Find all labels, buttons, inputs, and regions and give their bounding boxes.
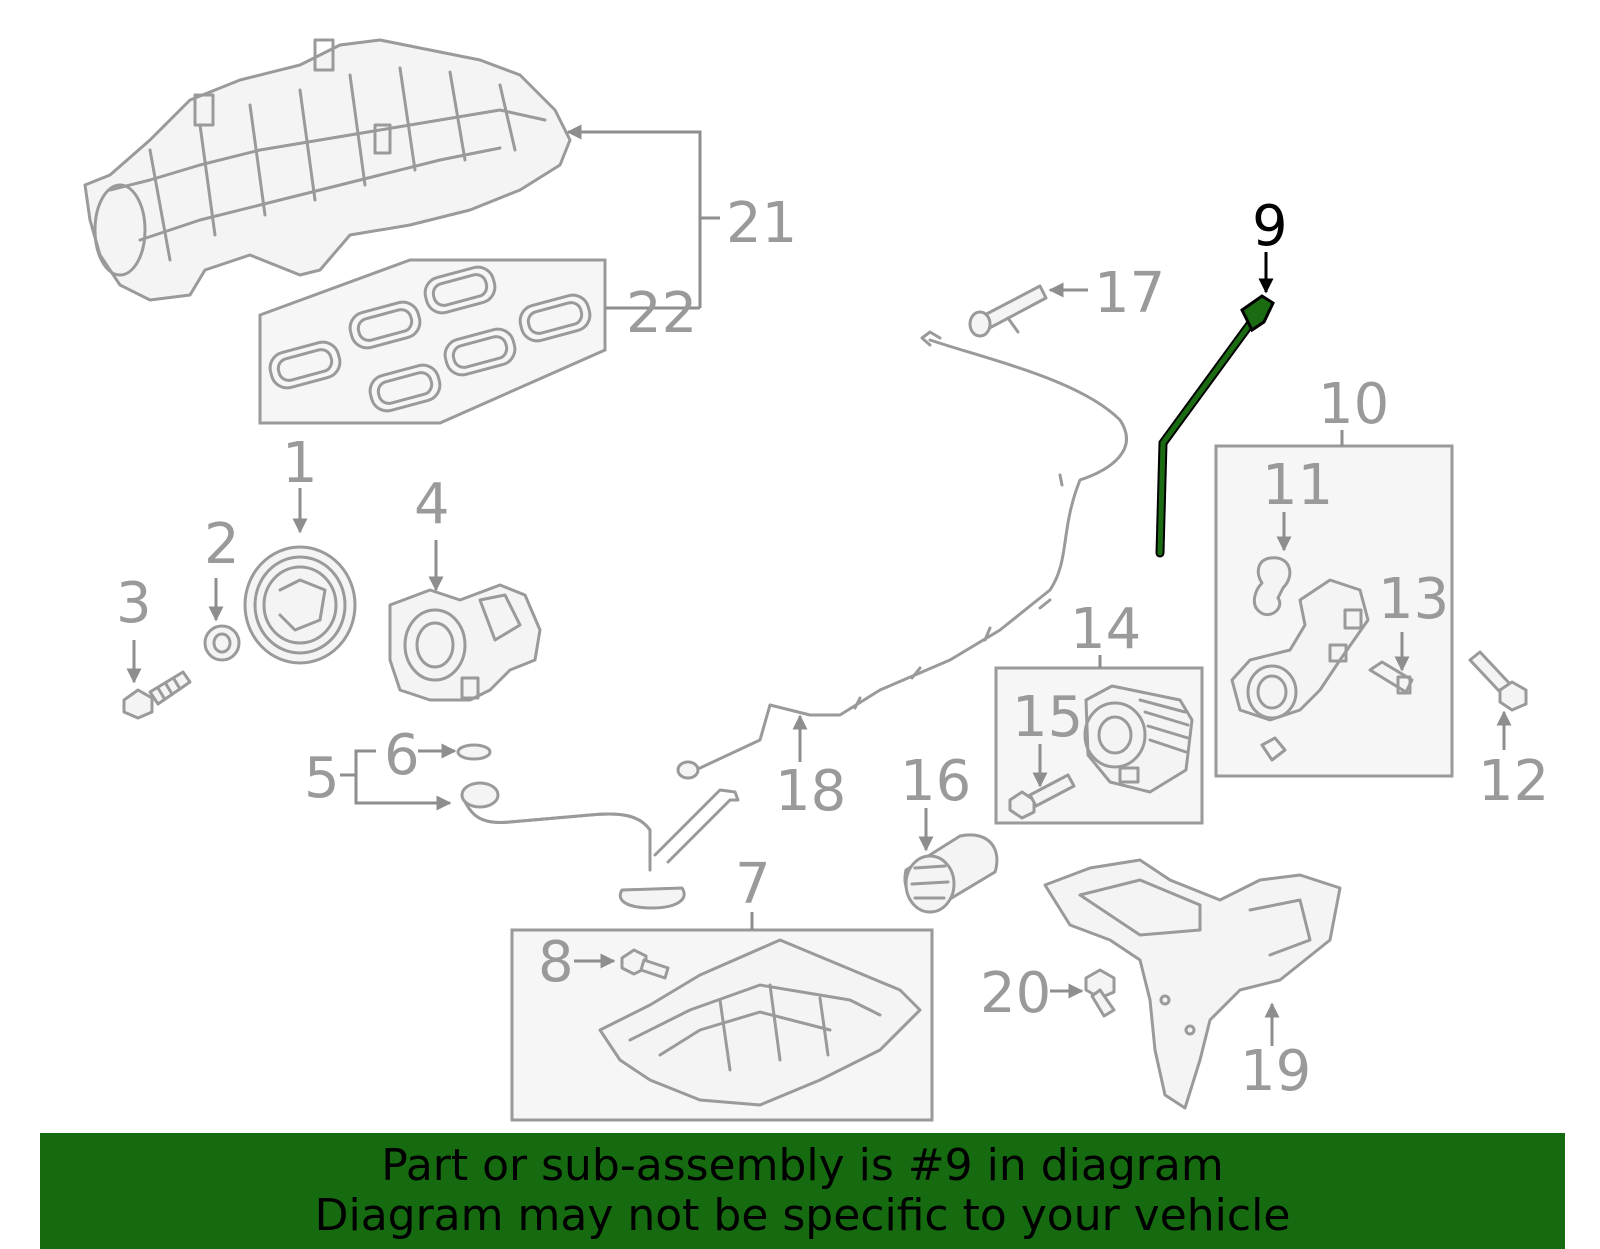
callout-16: 16: [900, 749, 971, 814]
baffle-bolt: [1084, 968, 1116, 1018]
callout-8: 8: [538, 930, 574, 995]
pulley-washer: [203, 624, 241, 662]
callout-22: 22: [626, 281, 697, 346]
callout-5: 5: [304, 746, 340, 811]
oil-pan-baffle: [1043, 858, 1342, 1110]
callout-6: 6: [384, 723, 420, 788]
oil-filter: [903, 833, 999, 914]
banner-line-2: Diagram may not be specific to your vehi…: [314, 1190, 1291, 1241]
oil-pump: [388, 583, 542, 702]
callout-1: 1: [282, 431, 318, 496]
callout-10: 10: [1318, 372, 1389, 437]
callout-15: 15: [1012, 685, 1083, 750]
adapter-bolt: [1468, 650, 1528, 712]
callout-19: 19: [1240, 1039, 1311, 1104]
callout-7: 7: [735, 852, 771, 917]
intake-manifold: [83, 38, 572, 302]
oil-pan: [598, 938, 922, 1107]
callout-11: 11: [1262, 453, 1333, 518]
callout-18: 18: [775, 759, 846, 824]
oil-pressure-sensor: [1368, 660, 1414, 695]
callout-14: 14: [1070, 597, 1141, 662]
pickup-o-ring: [456, 743, 492, 761]
adapter-gasket: [1252, 556, 1292, 617]
sensor-wiring-harness: [676, 330, 1128, 780]
callout-4: 4: [414, 472, 450, 537]
dipstick-tube: [1155, 294, 1275, 558]
callout-12: 12: [1478, 749, 1549, 814]
callout-20: 20: [980, 961, 1051, 1026]
oil-cooler: [1083, 684, 1194, 794]
callout-2: 2: [204, 512, 240, 577]
oil-pickup-tube: [460, 781, 740, 910]
oil-cooler-bolt: [1008, 773, 1076, 820]
callout-3: 3: [116, 571, 152, 636]
callout-21: 21: [726, 191, 797, 256]
manifold-gasket-set: [258, 258, 607, 425]
oil-pan-bolt: [620, 948, 670, 980]
callout-9: 9: [1252, 194, 1288, 259]
knock-sensor: [968, 284, 1048, 338]
crankshaft-pulley: [243, 545, 357, 665]
callout-13: 13: [1378, 567, 1449, 632]
pulley-bolt: [122, 670, 192, 720]
oil-filter-adapter: [1230, 578, 1370, 762]
info-banner: Part or sub-assembly is #9 in diagram Di…: [40, 1133, 1565, 1249]
callout-17: 17: [1094, 261, 1165, 326]
banner-line-1: Part or sub-assembly is #9 in diagram: [381, 1140, 1224, 1191]
